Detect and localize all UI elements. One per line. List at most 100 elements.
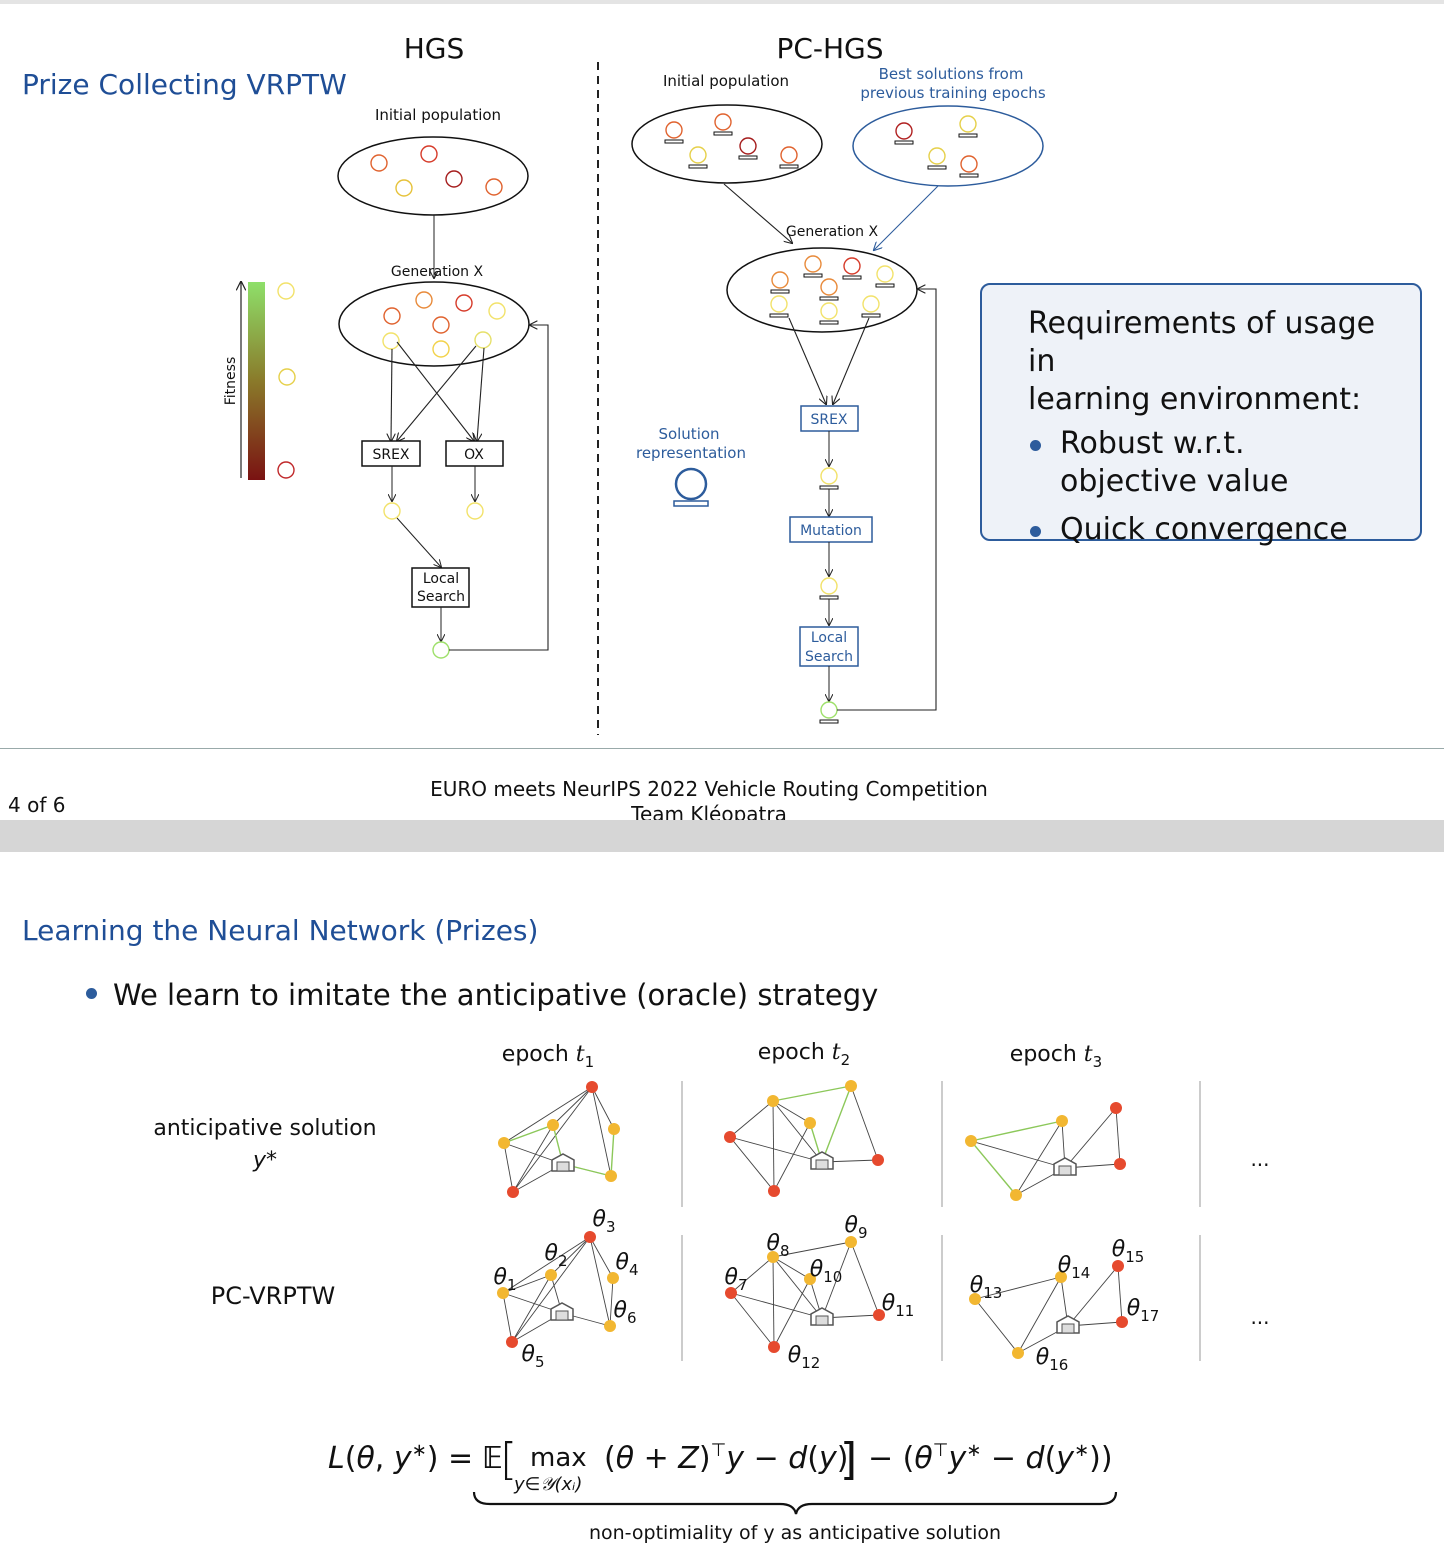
pchgs-initial-population-label: Initial population	[663, 72, 789, 90]
graph-e3-row1-node	[1114, 1158, 1126, 1170]
graph-e3-row2-edge	[1017, 1276, 1062, 1354]
footer-conference: EURO meets NeurIPS 2022 Vehicle Routing …	[430, 777, 988, 801]
row-label-ystar: y*	[252, 1148, 277, 1173]
graph-e3-row2-node	[1112, 1260, 1124, 1272]
graph-e1-row2-edge	[502, 1236, 591, 1294]
svg-text:− (θ⊤y∗ − d(y∗)): − (θ⊤y∗ − d(y∗))	[868, 1440, 1113, 1476]
graph-e3-row2-edge	[974, 1276, 1062, 1300]
best-solutions-label-2: previous training epochs	[860, 84, 1045, 102]
pchgs-local-search-label-1: Local	[811, 630, 847, 646]
pchgs-mutation-label: Mutation	[800, 523, 862, 539]
theta-label: θ17	[1127, 1296, 1160, 1325]
pchgs-generation-label: Generation X	[786, 224, 879, 240]
page-number: 4 of 6	[8, 793, 66, 817]
graph-e1-row1-edge	[591, 1086, 612, 1177]
hgs-local-search-label-1: Local	[423, 571, 459, 587]
hgs-ox-box	[445, 440, 504, 467]
graph-e2-row2-edge	[821, 1241, 852, 1319]
graph-e2-row2-node	[873, 1309, 885, 1321]
graph-e1-row1-node	[586, 1081, 598, 1093]
graph-e1-row2-edge	[550, 1236, 591, 1276]
graph-e3-row2-edge	[1067, 1265, 1119, 1327]
graph-e1-row1-route-edge	[610, 1128, 615, 1177]
graph-e2-row1-route-edge	[772, 1085, 852, 1102]
theta-label: θ1	[493, 1265, 516, 1294]
row-label-pcvrptw: PC-VRPTW	[211, 1282, 335, 1310]
theta-label: θ9	[844, 1213, 867, 1242]
graph-e2-row1-edge	[772, 1100, 775, 1192]
graph-e1-row2-node	[497, 1287, 509, 1299]
slide-learning: Learning the Neural Network (Prizes) We …	[0, 852, 1444, 1556]
theta-label: θ14	[1058, 1253, 1091, 1282]
graph-e1-row1-node	[498, 1137, 510, 1149]
pchgs-heading: PC-HGS	[776, 32, 883, 65]
graph-e3-row2-depot-icon	[1056, 1315, 1080, 1334]
slide-title: Prize Collecting VRPTW	[22, 68, 347, 101]
graph-e1-row2-edge	[589, 1236, 614, 1279]
pchgs-initial-population-ellipse	[631, 104, 823, 184]
theta-label: θ15	[1112, 1237, 1145, 1266]
ellipsis-row2: ...	[1250, 1305, 1269, 1329]
epoch-label-3: epoch t3	[1010, 1042, 1102, 1071]
graph-e2-row1-edge	[729, 1136, 823, 1163]
hgs-srex-box	[361, 440, 421, 467]
graph-e3-row2-edge	[974, 1298, 1019, 1354]
graph-e2-row1-edge	[773, 1122, 811, 1192]
theta-label: θ4	[615, 1250, 638, 1279]
solution-repr-label-2: representation	[636, 444, 746, 462]
graph-e1-row1-edge	[512, 1124, 554, 1193]
svg-text:[: [	[500, 1434, 517, 1485]
solution-repr-bar	[673, 500, 709, 507]
slide-footer: 4 of 6 EURO meets NeurIPS 2022 Vehicle R…	[0, 748, 1444, 820]
graph-e2-row2-edge	[730, 1292, 775, 1348]
graph-e1-row2-edge	[502, 1292, 513, 1343]
graph-e2-row2-node	[725, 1287, 737, 1299]
graph-e1-row1-edge	[503, 1086, 593, 1144]
graph-e2-row2-node	[845, 1236, 857, 1248]
graph-e1-row1-node	[547, 1119, 559, 1131]
graph-e1-row1-node	[507, 1186, 519, 1198]
graph-e2-row1-node	[804, 1117, 816, 1129]
bullet-dot	[86, 987, 97, 999]
theta-label: θ6	[613, 1298, 636, 1327]
graph-e1-row2-edge	[511, 1274, 552, 1343]
graph-e3-row2-node	[969, 1293, 981, 1305]
graph-e1-row1-depot-icon	[551, 1153, 575, 1172]
graph-e2-row1-node	[767, 1095, 779, 1107]
bullet-item: We learn to imitate the anticipative (or…	[86, 978, 878, 1012]
graph-e1-row1-edge	[503, 1142, 514, 1193]
graph-e1-row2-depot-icon	[550, 1302, 574, 1321]
graph-e2-row1-depot-icon	[810, 1151, 834, 1170]
slide-hgs: Prize Collecting VRPTW HGS PC-HGS Initia…	[0, 0, 1444, 820]
graph-e3-row1-edge	[970, 1140, 1066, 1169]
graph-e2-row1-edge	[772, 1100, 823, 1163]
graph-e3-row1-edge	[1015, 1120, 1063, 1196]
graph-e2-row1-edge	[729, 1136, 775, 1192]
requirements-list: Robust w.r.t. objective value Quick conv…	[1028, 425, 1376, 549]
underbrace-caption: non-optimiality of y as anticipative sol…	[589, 1522, 1001, 1544]
bullet-text: We learn to imitate the anticipative (or…	[113, 978, 879, 1012]
graph-e2-row1-node	[768, 1185, 780, 1197]
graph-e3-row1-route-edge	[970, 1120, 1063, 1142]
graph-e2-row2-edge	[772, 1256, 811, 1280]
solution-repr-circle	[674, 467, 708, 501]
graph-e2-row1-node	[872, 1154, 884, 1166]
hgs-ox-label: OX	[464, 447, 484, 463]
hgs-srex-label: SREX	[372, 447, 409, 463]
svg-text:max: max	[530, 1443, 587, 1473]
theta-label: θ5	[521, 1342, 544, 1371]
graph-e1-row1-edge	[512, 1086, 593, 1193]
graph-e2-row1-edge	[772, 1100, 811, 1124]
graph-e2-row2-node	[804, 1273, 816, 1285]
slide-title: Learning the Neural Network (Prizes)	[22, 914, 539, 947]
graph-e2-row2-edge	[773, 1278, 811, 1348]
pchgs-srex-label: SREX	[810, 412, 847, 428]
graph-e2-row2-edge	[772, 1241, 852, 1258]
graph-e3-row1-edge	[1115, 1107, 1121, 1165]
graph-e2-row1-node	[845, 1080, 857, 1092]
graph-e3-row1-node	[1110, 1102, 1122, 1114]
footer-team: Team Kléopatra	[631, 802, 787, 820]
graph-e1-row1-edge	[591, 1086, 615, 1130]
theta-label: θ10	[810, 1257, 843, 1286]
hgs-initial-population-ellipse	[337, 136, 529, 216]
